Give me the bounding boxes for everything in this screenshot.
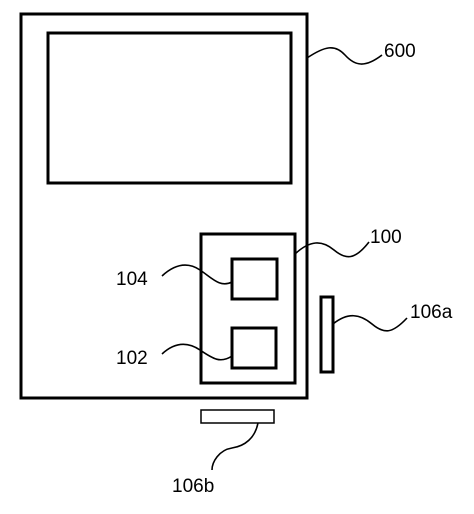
leader-line-104 — [161, 264, 233, 285]
label-600: 600 — [384, 41, 416, 62]
component-102-box — [230, 326, 278, 370]
display-screen — [46, 31, 293, 185]
device-housing — [19, 12, 309, 400]
leader-line-102 — [161, 343, 233, 361]
label-104: 104 — [116, 269, 148, 290]
component-104-box — [230, 257, 279, 301]
leader-line-106a — [332, 314, 408, 332]
leader-line-106b — [211, 422, 259, 471]
leader-line-100 — [294, 241, 370, 258]
bottom-part-106b — [200, 409, 275, 424]
leader-line-600 — [306, 47, 383, 65]
label-100: 100 — [370, 227, 402, 248]
label-102: 102 — [116, 348, 148, 369]
module-box — [199, 232, 297, 385]
side-part-106a — [319, 295, 335, 374]
label-106a: 106a — [410, 302, 453, 323]
label-106b: 106b — [172, 476, 214, 497]
